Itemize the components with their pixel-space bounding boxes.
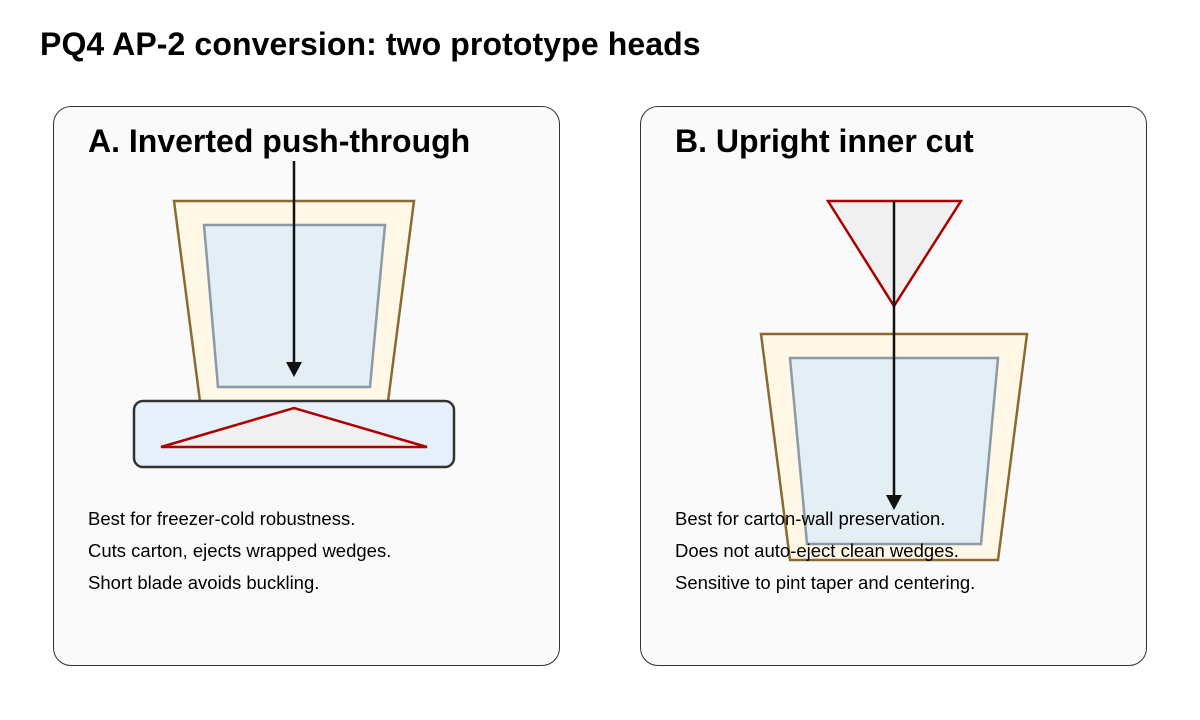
notes-list: Best for carton-wall preservation. Does … bbox=[675, 503, 975, 599]
notes-list: Best for freezer-cold robustness. Cuts c… bbox=[88, 503, 391, 599]
short-blade bbox=[160, 406, 428, 449]
note-item: Cuts carton, ejects wrapped wedges. bbox=[88, 540, 392, 561]
note-item: Does not auto-eject clean wedges. bbox=[675, 540, 959, 561]
panel-inverted-push-through: A. Inverted push-through Best for freeze… bbox=[53, 106, 560, 666]
note-item: Best for carton-wall preservation. bbox=[675, 508, 946, 529]
panel-title: A. Inverted push-through bbox=[88, 123, 471, 159]
panel-upright-inner-cut: B. Upright inner cut Best for carton-wal… bbox=[640, 106, 1147, 666]
diagram-upright-inner-cut bbox=[759, 199, 1029, 562]
page-title: PQ4 AP-2 conversion: two prototype heads bbox=[40, 26, 701, 62]
panel-title: B. Upright inner cut bbox=[675, 123, 974, 159]
arrow-down-icon bbox=[286, 362, 302, 377]
note-item: Best for freezer-cold robustness. bbox=[88, 508, 356, 529]
arrow-down-icon bbox=[886, 495, 902, 510]
note-item: Short blade avoids buckling. bbox=[88, 572, 320, 593]
diagram-inverted-push-through bbox=[132, 161, 456, 469]
note-item: Sensitive to pint taper and centering. bbox=[675, 572, 976, 593]
